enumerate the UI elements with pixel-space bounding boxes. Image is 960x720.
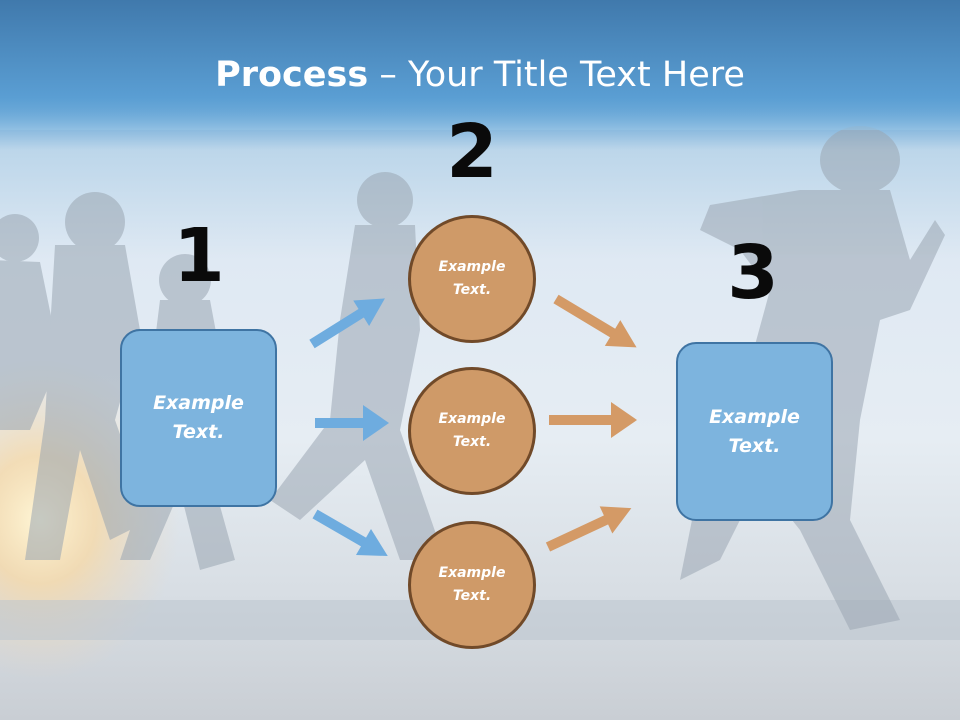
title-bar xyxy=(0,0,960,130)
arrow-2-to-3-top xyxy=(553,294,637,348)
step-number-3: 3 xyxy=(727,230,779,316)
arrow-1-to-2-middle xyxy=(315,405,389,441)
step-2-circle-middle[interactable]: Example Text. xyxy=(408,367,536,495)
step-2-circle-top[interactable]: Example Text. xyxy=(408,215,536,343)
title-rest: Your Title Text Here xyxy=(407,55,745,95)
step-2-circle-text: Example Text. xyxy=(438,411,506,450)
title-dash: – xyxy=(379,55,408,95)
step-number-1: 1 xyxy=(173,213,225,299)
arrow-2-to-3-middle xyxy=(549,402,637,438)
step-number-2: 2 xyxy=(446,109,498,195)
title-bold: Process xyxy=(215,55,369,95)
step-2-circle-text: Example Text. xyxy=(438,565,506,604)
slide-title: Process – Your Title Text Here xyxy=(0,52,960,98)
arrow-1-to-2-bottom xyxy=(312,509,388,556)
step-3-text: Example Text. xyxy=(709,405,800,457)
arrow-1-to-2-top xyxy=(309,298,385,349)
step-1-text: Example Text. xyxy=(153,392,244,443)
blue-arrows xyxy=(309,298,389,556)
step-2-circle-text: Example Text. xyxy=(438,259,506,298)
step-2-circle-bottom[interactable]: Example Text. xyxy=(408,521,536,649)
orange-arrows xyxy=(545,294,637,552)
step-1-box[interactable]: Example Text. xyxy=(120,329,277,507)
step-3-box[interactable]: Example Text. xyxy=(676,342,833,521)
arrow-2-to-3-bottom xyxy=(545,506,632,552)
